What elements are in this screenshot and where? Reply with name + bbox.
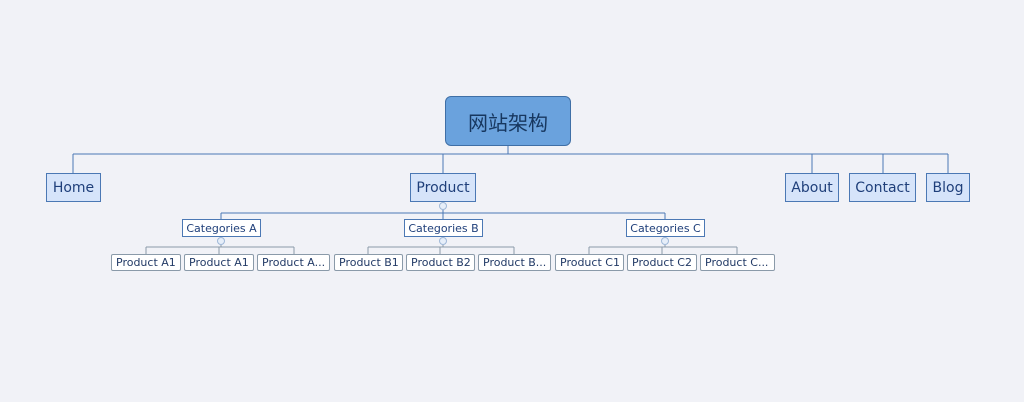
collapse-toggle-icon[interactable]	[439, 202, 447, 210]
node-product-label: Product	[416, 179, 470, 196]
node-contact-label: Contact	[855, 179, 910, 196]
node-category-c[interactable]: Categories C	[626, 219, 705, 237]
product-label: Product C2	[632, 256, 692, 269]
node-blog[interactable]: Blog	[926, 173, 970, 202]
product-label: Product A1	[189, 256, 249, 269]
node-product-a1-second[interactable]: Product A1	[184, 254, 254, 271]
node-product-b2[interactable]: Product B2	[406, 254, 475, 271]
category-c-label: Categories C	[630, 221, 701, 235]
collapse-toggle-icon[interactable]	[439, 237, 447, 245]
node-product-c-more[interactable]: Product C...	[700, 254, 775, 271]
node-category-b[interactable]: Categories B	[404, 219, 483, 237]
node-home-label: Home	[52, 179, 95, 196]
collapse-toggle-icon[interactable]	[217, 237, 225, 245]
node-contact[interactable]: Contact	[849, 173, 916, 202]
product-label: Product B2	[411, 256, 471, 269]
node-product[interactable]: Product	[410, 173, 476, 202]
product-label: Product B1	[339, 256, 399, 269]
category-a-label: Categories A	[186, 221, 257, 235]
product-label: Product A1	[116, 256, 176, 269]
product-label: Product C1	[560, 256, 620, 269]
node-product-b-more[interactable]: Product B...	[478, 254, 551, 271]
node-product-b1[interactable]: Product B1	[334, 254, 403, 271]
node-home[interactable]: Home	[46, 173, 101, 202]
node-category-a[interactable]: Categories A	[182, 219, 261, 237]
node-product-a-more[interactable]: Product A...	[257, 254, 330, 271]
node-about-label: About	[791, 179, 833, 196]
node-product-c1[interactable]: Product C1	[555, 254, 624, 271]
product-label: Product C...	[705, 256, 769, 269]
node-product-c2[interactable]: Product C2	[627, 254, 697, 271]
collapse-toggle-icon[interactable]	[661, 237, 669, 245]
root-node[interactable]: 网站架构	[445, 96, 571, 146]
product-label: Product B...	[483, 256, 547, 269]
node-product-a1[interactable]: Product A1	[111, 254, 181, 271]
node-blog-label: Blog	[932, 179, 964, 196]
category-b-label: Categories B	[408, 221, 479, 235]
product-label: Product A...	[262, 256, 326, 269]
node-about[interactable]: About	[785, 173, 839, 202]
root-node-label: 网站架构	[468, 110, 548, 135]
